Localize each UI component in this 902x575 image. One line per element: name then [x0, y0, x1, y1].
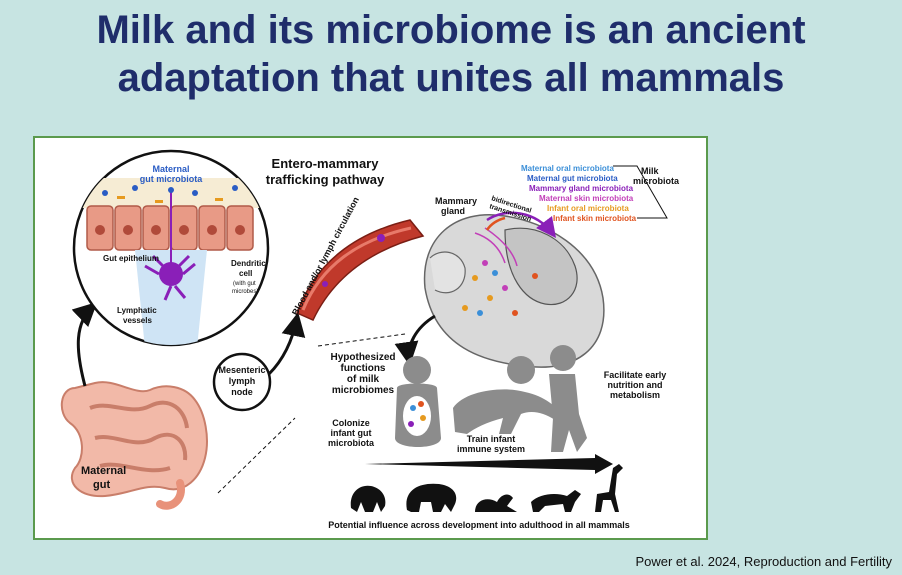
hypothesized-label-3: of milk: [347, 374, 380, 385]
maternal-gut-microbiota-label-1: Maternal: [152, 164, 189, 174]
source-maternal-oral: Maternal oral microbiota: [521, 164, 614, 173]
bidirectional-arrow-return: [485, 216, 506, 231]
slide-title-line-1: Milk and its microbiome is an ancient: [96, 8, 806, 52]
citation: Power et al. 2024, Reproduction and Fert…: [635, 554, 892, 569]
colonize-label-2: infant gut: [331, 428, 372, 438]
mother-infant-illustration: [423, 214, 605, 368]
giraffe-silhouette: [595, 464, 623, 512]
mammal-silhouettes: [350, 464, 623, 512]
potential-influence-label: Potential influence across development i…: [328, 520, 630, 530]
maternal-gut-label-2: gut: [93, 479, 110, 491]
gut-to-epithelium-arrow: [71, 301, 98, 387]
hypothesized-label-1: Hypothesized: [330, 352, 395, 363]
source-infant-oral: Infant oral microbiota: [547, 204, 629, 213]
colonize-label-3: microbiota: [328, 438, 375, 448]
gut-epithelium-magnified-view: [72, 149, 270, 347]
mesenteric-label-3: node: [231, 387, 253, 397]
blood-vessel-illustration: [296, 219, 425, 321]
mesenteric-label-1: Mesenteric: [218, 365, 265, 375]
cheetah-silhouette: [531, 490, 581, 512]
entero-mammary-diagram: Maternal gut: [60, 149, 680, 530]
maternal-gut-label-1: Maternal: [81, 465, 126, 477]
dashed-guide-line: [217, 333, 406, 494]
dendritic-cell-label-4: microbes): [232, 289, 258, 295]
development-timeline-arrow: [365, 454, 613, 474]
dendritic-cell-label-3: (with gut: [233, 281, 256, 287]
dendritic-cell-label-1: Dendritic: [231, 259, 266, 268]
slide-title-line-2: adaptation that unites all mammals: [117, 56, 785, 100]
maternal-gut-illustration: [60, 381, 208, 510]
microbiota-sources-list: Maternal oral microbiota Maternal gut mi…: [521, 164, 668, 223]
gut-microbes-in-infant: [408, 401, 426, 427]
pathway-title-1: Entero-mammary: [272, 156, 380, 171]
mammary-gland-label-2: gland: [441, 206, 465, 216]
source-maternal-gut: Maternal gut microbiota: [527, 174, 618, 183]
lymphatic-vessels-label-2: vessels: [123, 316, 152, 325]
gorilla-silhouette: [350, 485, 386, 512]
facilitate-label-1: Facilitate early: [604, 370, 667, 380]
node-to-circulation-arrow: [267, 312, 306, 376]
sea-lion-silhouette: [475, 494, 517, 512]
milk-microbiota-label-2: microbiota: [633, 176, 680, 186]
hypothesized-label-4: microbiomes: [332, 385, 395, 396]
slide-title: Milk and its microbiome is an ancient ad…: [0, 6, 902, 102]
mesenteric-lymph-node: [212, 352, 272, 412]
source-infant-skin: Infant skin microbiota: [553, 214, 637, 223]
train-label-1: Train infant: [467, 434, 516, 444]
infant-development-silhouettes: [395, 345, 587, 452]
maternal-gut-microbiota-label-2: gut microbiota: [140, 174, 203, 184]
pathway-title-2: trafficking pathway: [266, 172, 385, 187]
facilitate-label-3: metabolism: [610, 390, 660, 400]
source-mammary-gland: Mammary gland microbiota: [529, 184, 634, 193]
hypothesized-label-2: functions: [341, 363, 386, 374]
dendritic-cell-label-2: cell: [239, 269, 252, 278]
mesenteric-label-2: lymph: [229, 376, 256, 386]
mammary-gland-label-1: Mammary: [435, 196, 477, 206]
bidirectional-arrow: [486, 211, 557, 238]
mother-to-functions-arrow: [394, 314, 436, 366]
lymphatic-vessels-label-1: Lymphatic: [117, 306, 157, 315]
colonize-label-1: Colonize: [332, 418, 370, 428]
figure-panel: Maternal gut: [33, 136, 708, 540]
train-label-2: immune system: [457, 444, 525, 454]
milk-microbiota-label-1: Milk: [641, 166, 659, 176]
gut-epithelium-label: Gut epithelium: [103, 254, 159, 263]
facilitate-label-2: nutrition and: [608, 380, 663, 390]
elephant-silhouette: [406, 483, 461, 512]
source-maternal-skin: Maternal skin microbiota: [539, 194, 634, 203]
